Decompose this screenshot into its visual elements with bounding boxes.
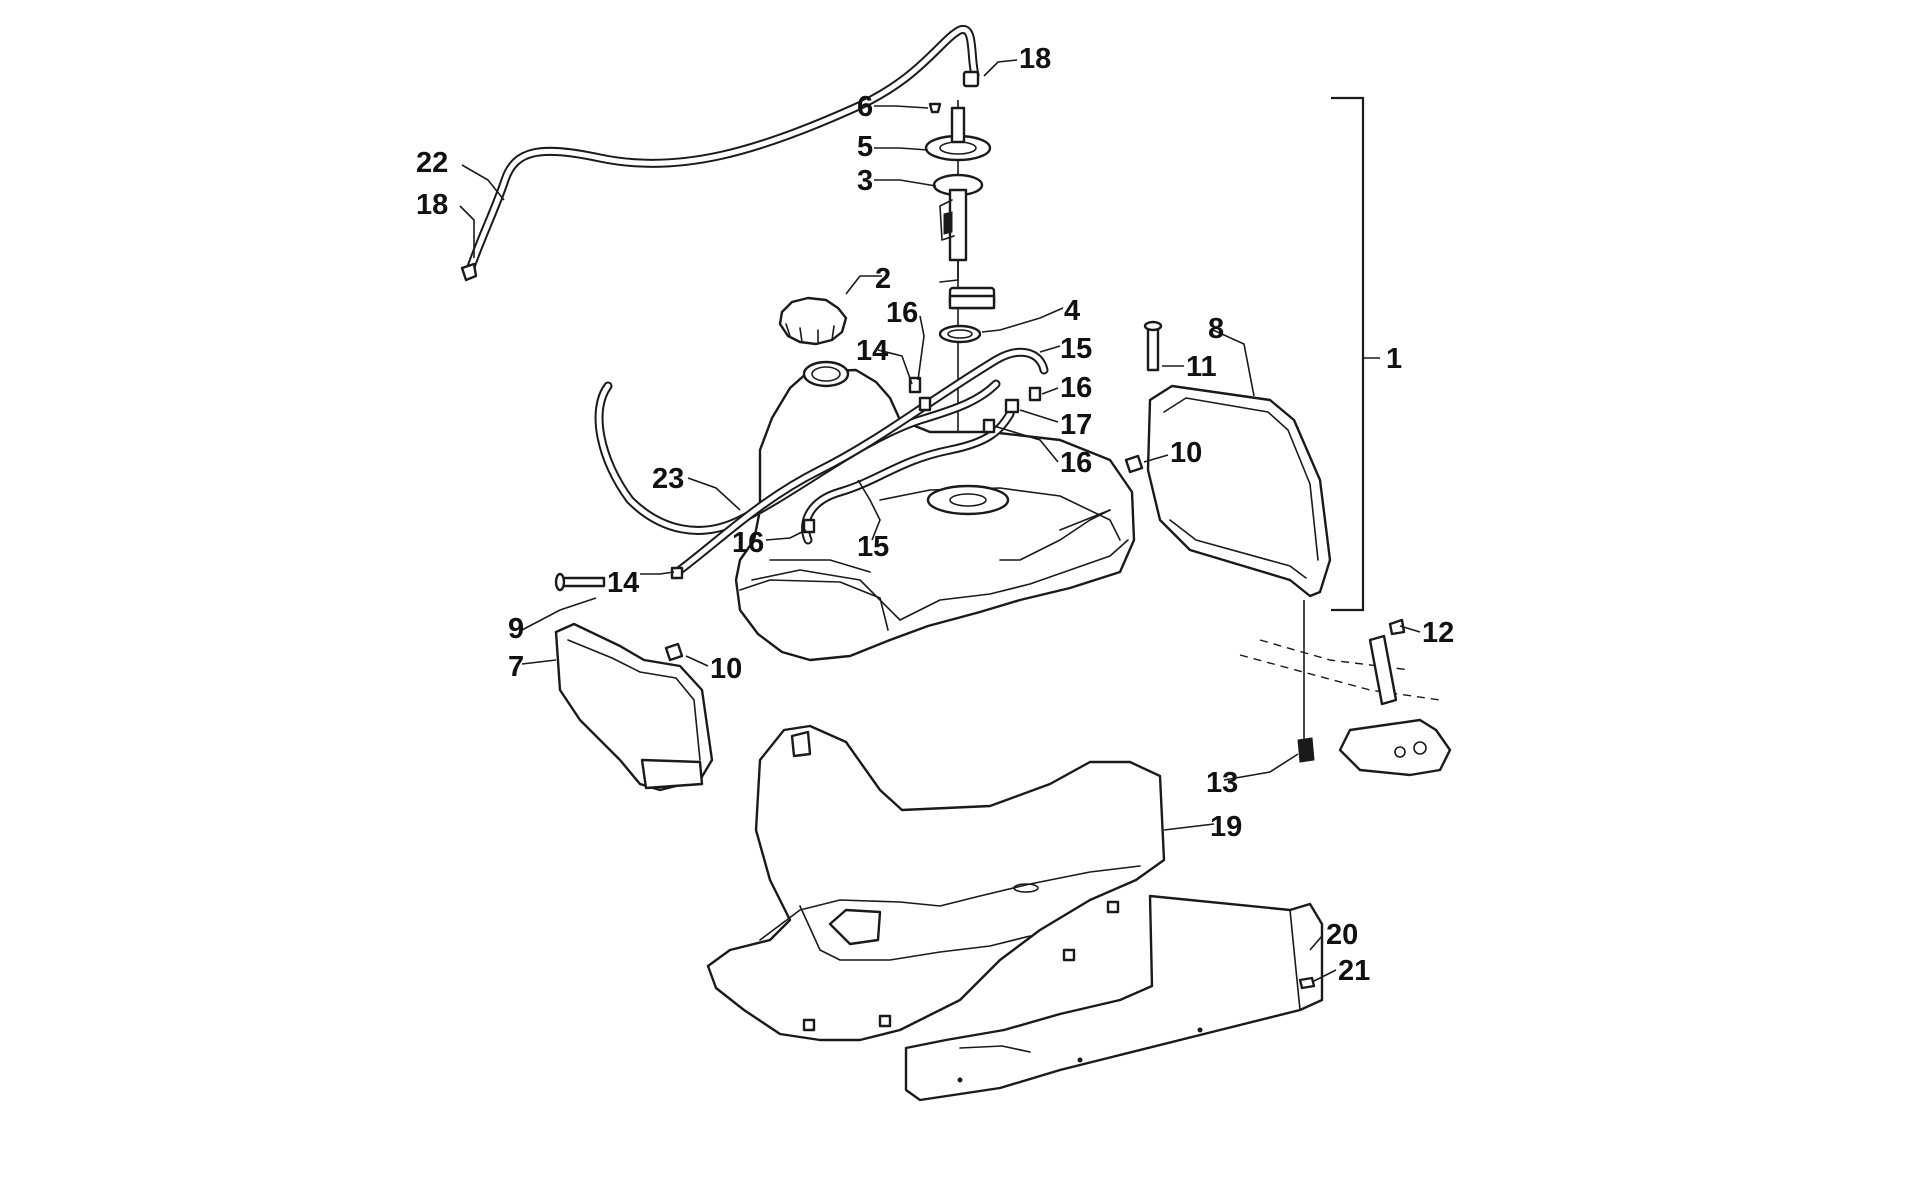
filler-neck <box>802 360 850 388</box>
callout-16-d: 16 <box>732 527 764 559</box>
left-tank-strap-7 <box>554 572 714 792</box>
callout-3: 3 <box>857 165 873 197</box>
clamp-16-upper <box>918 396 932 412</box>
callout-14-a: 14 <box>856 335 888 367</box>
tee-17 <box>1004 398 1020 414</box>
callout-10-left: 10 <box>710 653 742 685</box>
right-tank-strap-8 <box>1124 320 1332 598</box>
callout-14-b: 14 <box>607 567 639 599</box>
callout-16-a: 16 <box>886 297 918 329</box>
sender-fitting <box>950 106 966 144</box>
callout-22: 22 <box>416 147 448 179</box>
callout-17: 17 <box>1060 409 1092 441</box>
clip-nut-13 <box>1297 737 1315 763</box>
tray-tab <box>790 730 812 758</box>
callout-18-top: 18 <box>1019 43 1051 75</box>
bolt-9 <box>558 576 606 588</box>
sender-opening <box>926 484 1010 516</box>
callout-20: 20 <box>1326 919 1358 951</box>
nut-10-right <box>1124 454 1144 474</box>
clamp-16-left <box>802 518 816 534</box>
frame-bracket <box>1338 718 1452 777</box>
leader-lines <box>459 59 1421 983</box>
callout-21: 21 <box>1338 955 1370 987</box>
callout-18-left: 18 <box>416 189 448 221</box>
clamp-16-right <box>1028 386 1042 402</box>
fuel-cap-2 <box>778 296 848 346</box>
callout-16-c: 16 <box>1060 447 1092 479</box>
callout-6: 6 <box>857 91 873 123</box>
fuel-tank <box>734 360 1136 662</box>
callout-9: 9 <box>508 613 524 645</box>
frame-post <box>1368 634 1398 706</box>
strap-foot <box>640 758 704 790</box>
skid-plate-20 <box>904 894 1324 1102</box>
callout-8: 8 <box>1208 313 1224 345</box>
callout-10-right: 10 <box>1170 437 1202 469</box>
callout-23: 23 <box>652 463 684 495</box>
clamp-14-lower <box>670 566 684 580</box>
hose-clamp-18-left <box>460 262 478 282</box>
screw-21 <box>1298 976 1316 990</box>
callout-1: 1 <box>1386 343 1402 375</box>
assembly-bracket-1 <box>1331 96 1380 612</box>
callout-15-b: 15 <box>857 531 889 563</box>
callout-19: 19 <box>1210 811 1242 843</box>
screw-6 <box>928 102 942 114</box>
callout-4: 4 <box>1064 295 1080 327</box>
callout-7: 7 <box>508 651 524 683</box>
callout-2: 2 <box>875 263 891 295</box>
callout-15-a: 15 <box>1060 333 1092 365</box>
bolt-12 <box>1388 618 1406 636</box>
callout-12: 12 <box>1422 617 1454 649</box>
tank-tray-19 <box>706 724 1166 1042</box>
clamp-14-upper <box>908 376 922 394</box>
frame-mount <box>1239 600 1452 777</box>
nut-10-left <box>664 642 684 662</box>
callout-11: 11 <box>1186 351 1217 383</box>
gasket-4 <box>938 324 982 344</box>
clamp-16-lower-right <box>982 418 996 434</box>
hose-clamp-18-top <box>962 70 980 88</box>
vent-hose-22 <box>460 25 980 282</box>
tray-pocket <box>828 908 882 946</box>
tank-hoses <box>594 347 1049 580</box>
callout-13: 13 <box>1206 767 1238 799</box>
callouts: 18 6 5 3 2 4 16 14 15 16 17 16 15 16 14 … <box>416 43 1454 987</box>
callout-5: 5 <box>857 131 873 163</box>
callout-16-b: 16 <box>1060 372 1092 404</box>
bolt-11 <box>1146 324 1160 372</box>
